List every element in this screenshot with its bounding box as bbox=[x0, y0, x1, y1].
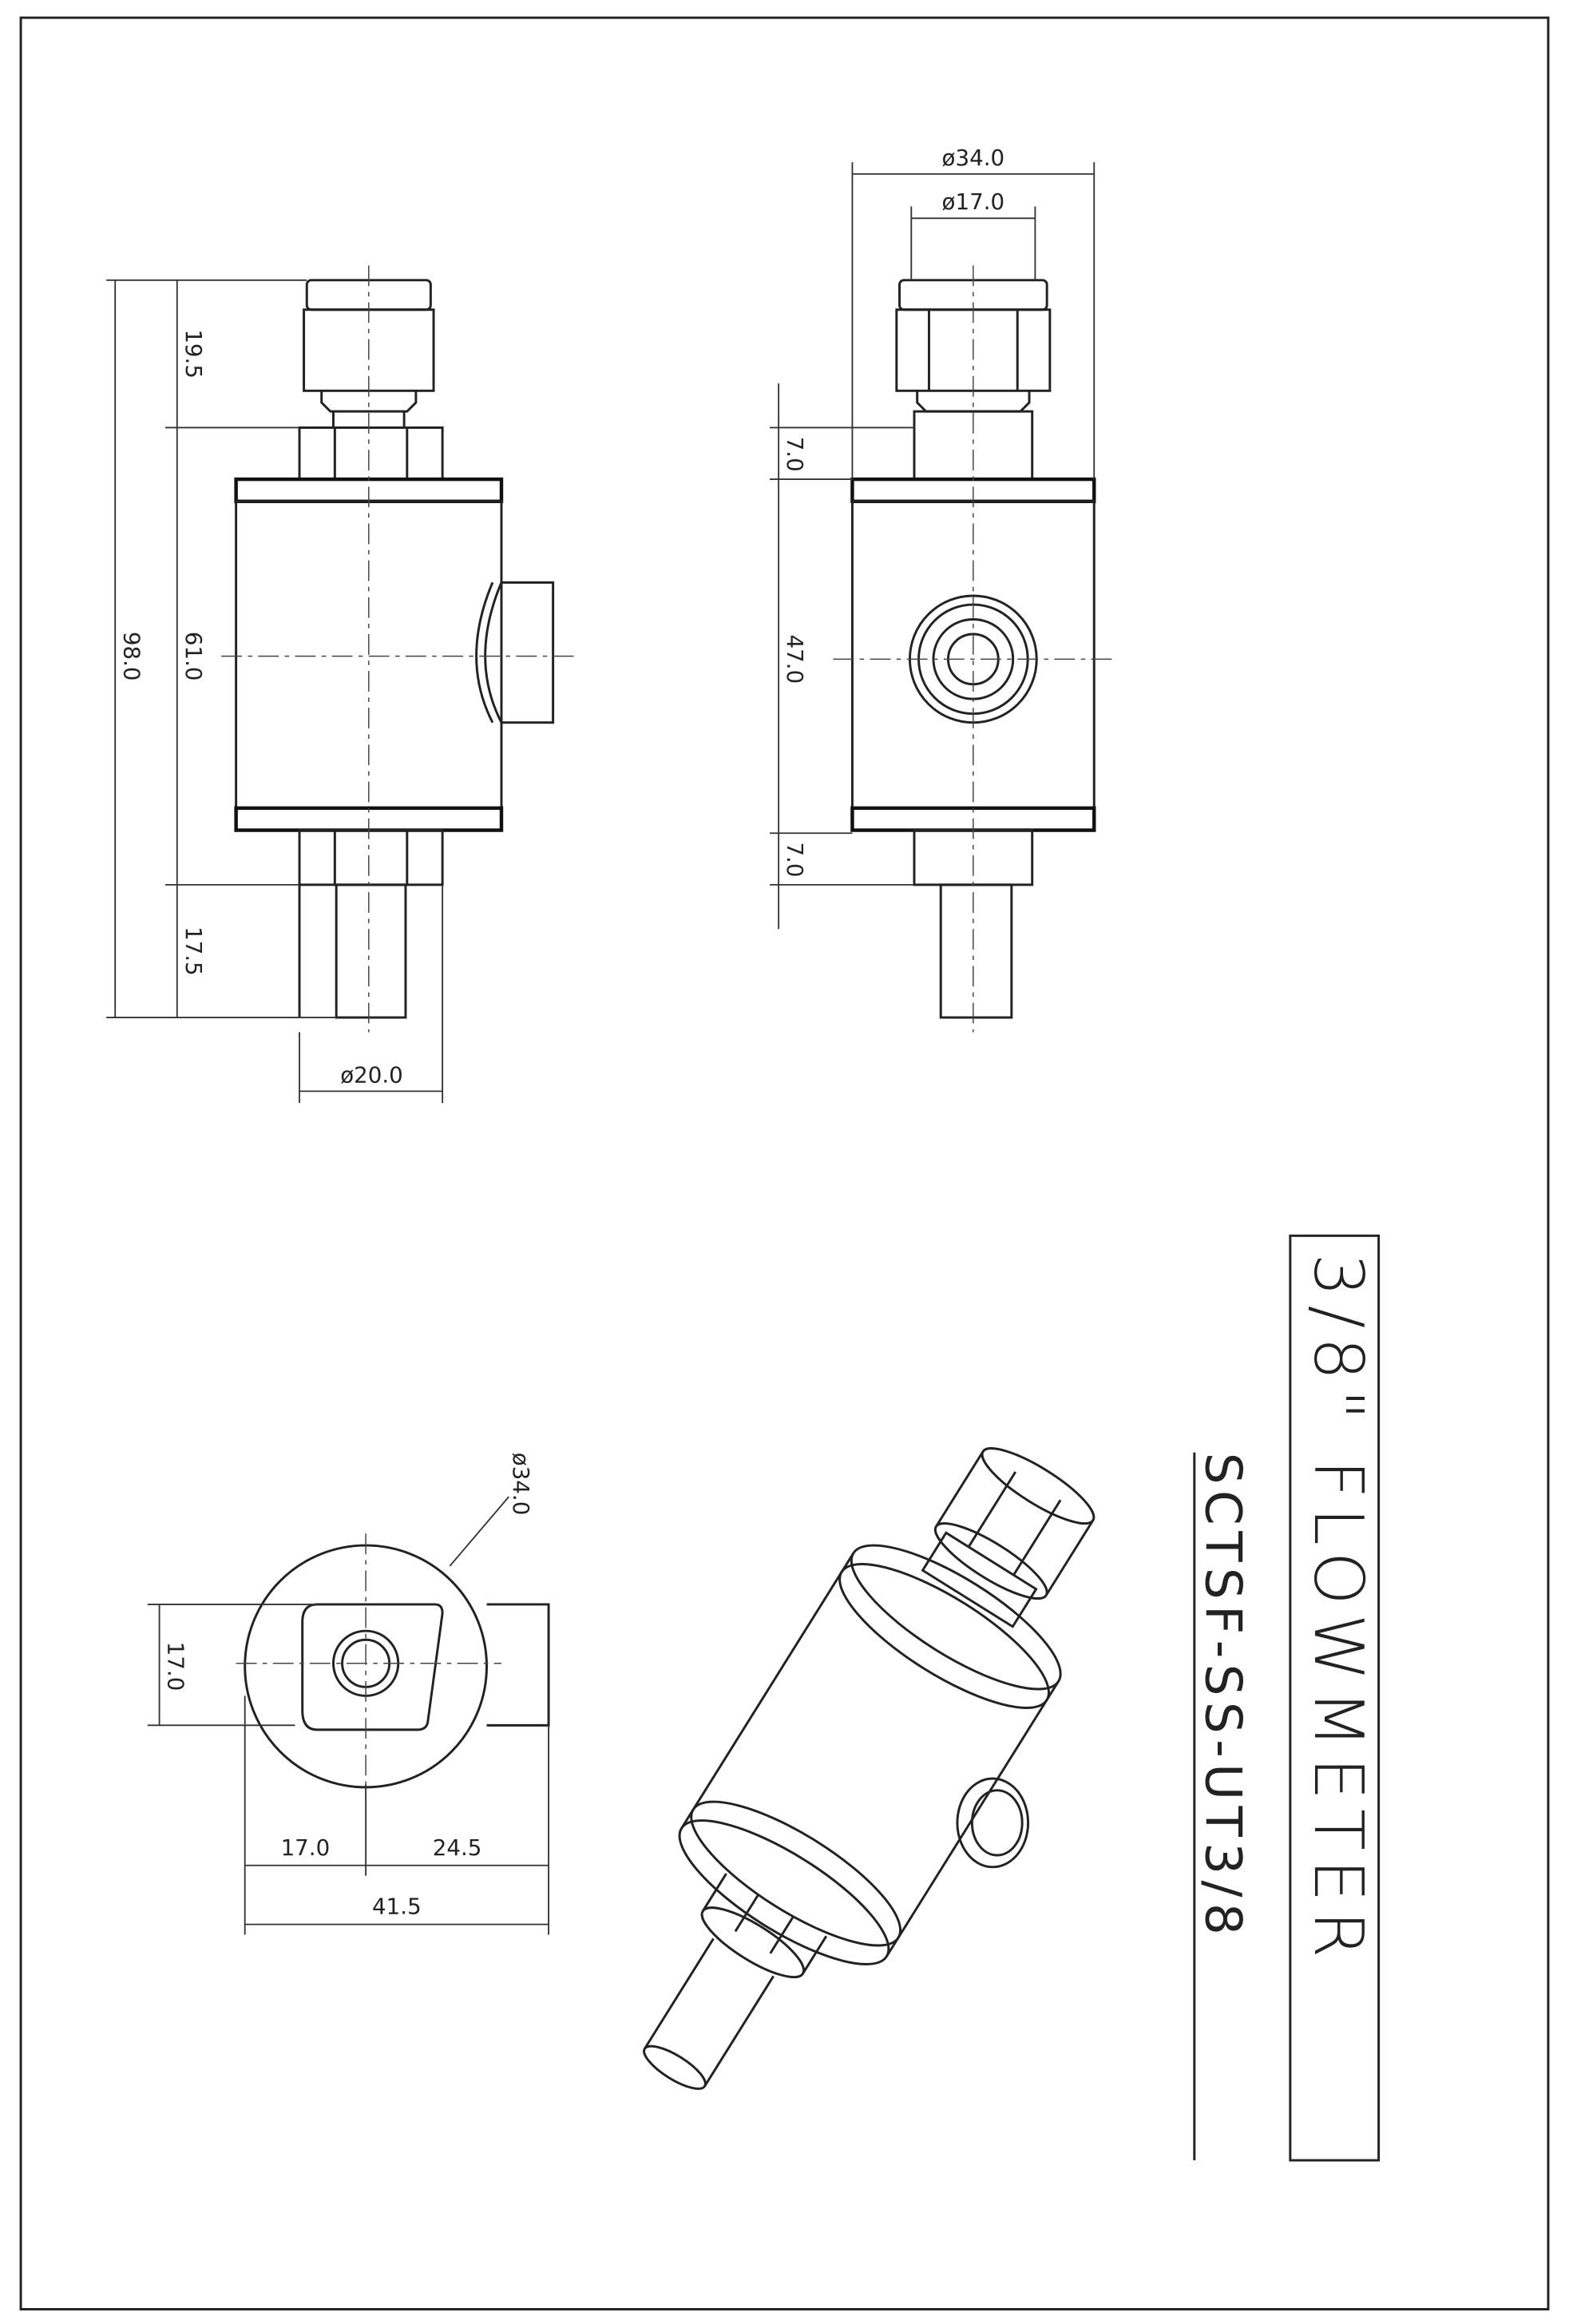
dim-body-diameter: ø34.0 bbox=[942, 145, 1005, 171]
dim-bottom-pipe: 17.5 bbox=[180, 926, 207, 976]
side-view-dimensions: ø34.0 ø17.0 7.0 47.0 7.0 bbox=[770, 145, 1096, 930]
model-number: SCTSF-SS-UT3/8 bbox=[1195, 1453, 1253, 1941]
dim-hex-diameter: ø20.0 bbox=[340, 1061, 403, 1088]
top-view bbox=[236, 1533, 550, 1799]
side-view bbox=[833, 265, 1114, 1033]
drawing-border bbox=[19, 16, 1550, 2311]
dim-fitting-diameter: ø17.0 bbox=[942, 188, 1005, 215]
dim-side-body-height: 47.0 bbox=[782, 635, 808, 684]
dim-right-width: 24.5 bbox=[433, 1834, 482, 1861]
isometric-view bbox=[643, 1447, 1096, 2090]
top-view-dimensions: ø34.0 17.0 17.0 24.5 41.5 bbox=[147, 1453, 549, 1935]
dim-total-width: 41.5 bbox=[372, 1894, 422, 1920]
dim-overall-height: 98.0 bbox=[118, 632, 145, 681]
front-view bbox=[221, 265, 576, 1033]
title-block: 3/8" FLOWMETER SCTSF-SS-UT3/8 bbox=[1193, 1234, 1381, 2162]
dim-bottom-hex: 7.0 bbox=[782, 842, 808, 877]
dim-left-width: 17.0 bbox=[281, 1834, 331, 1861]
dim-body-height: 61.0 bbox=[180, 632, 207, 681]
dim-port-height: 17.0 bbox=[163, 1642, 189, 1691]
dim-top-hex: 7.0 bbox=[782, 437, 808, 472]
dim-top-fitting: 19.5 bbox=[180, 329, 207, 379]
dim-top-diameter: ø34.0 bbox=[508, 1453, 534, 1516]
front-view-dimensions: 98.0 19.5 61.0 17.5 ø20.0 bbox=[106, 279, 444, 1104]
drawing-title: 3/8" FLOWMETER bbox=[1298, 1253, 1377, 1966]
